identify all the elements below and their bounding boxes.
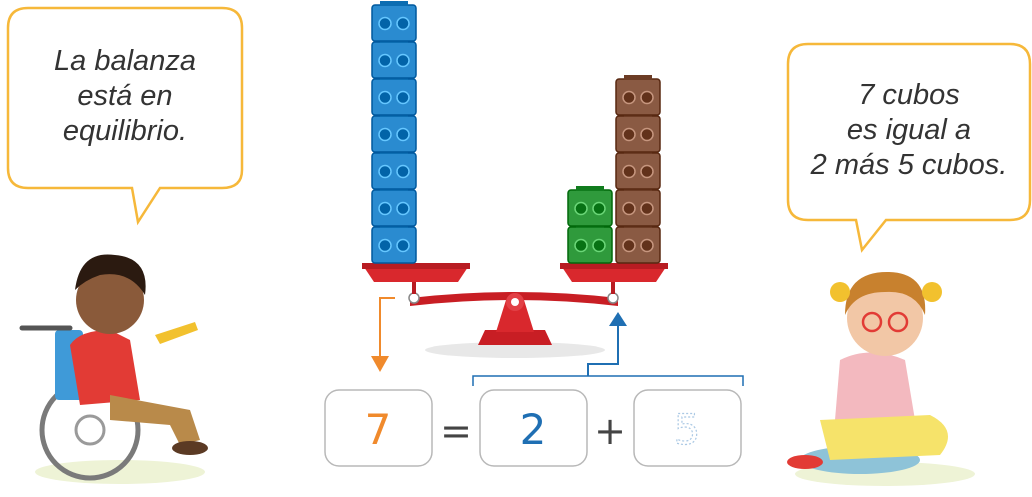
- part-a-box[interactable]: [479, 389, 588, 467]
- total-box[interactable]: [324, 389, 433, 467]
- speech-text-right: 7 cubos es igual a 2 más 5 cubos.: [796, 78, 1022, 183]
- speech-left-line-1: La balanza: [54, 45, 196, 77]
- blue-cube: [371, 75, 417, 116]
- blue-cube: [371, 1, 417, 42]
- blue-cube: [371, 186, 417, 227]
- blue-cube: [371, 38, 417, 79]
- brown-cube: [615, 223, 661, 264]
- speech-right-line-1: 7 cubos: [858, 79, 960, 111]
- speech-bubble-right: [786, 42, 1032, 253]
- equals-sign: =: [440, 409, 472, 453]
- boy-wheelchair-illustration: [19, 254, 208, 484]
- brown-cube-tower: [615, 75, 661, 264]
- green-cube: [567, 186, 613, 227]
- speech-right-line-2: es igual a: [846, 114, 972, 146]
- green-cube: [567, 223, 613, 264]
- blue-cube: [371, 112, 417, 153]
- total-value: 7: [365, 405, 392, 454]
- balance-scale: [362, 263, 668, 358]
- blue-cube-tower: [371, 1, 417, 264]
- green-cube-tower: [567, 186, 613, 264]
- blue-arrow: [472, 312, 744, 386]
- orange-arrow: [371, 297, 395, 372]
- part-b-box[interactable]: [633, 389, 742, 467]
- part-a-value: 2: [520, 405, 547, 454]
- brown-cube: [615, 149, 661, 190]
- speech-left-line-2: está en: [77, 80, 173, 112]
- girl-sitting-illustration: [787, 272, 975, 486]
- plus-sign: +: [594, 409, 626, 453]
- brown-cube: [615, 186, 661, 227]
- blue-cube: [371, 223, 417, 264]
- speech-bubble-left: [6, 6, 244, 226]
- blue-cube: [371, 149, 417, 190]
- speech-right-line-3: 2 más 5 cubos.: [810, 149, 1008, 181]
- brown-cube: [615, 112, 661, 153]
- speech-left-line-3: equilibrio.: [62, 115, 188, 147]
- part-b-value: 5: [674, 405, 701, 454]
- speech-text-left: La balanza está en equilibrio.: [18, 44, 232, 149]
- brown-cube: [615, 75, 661, 116]
